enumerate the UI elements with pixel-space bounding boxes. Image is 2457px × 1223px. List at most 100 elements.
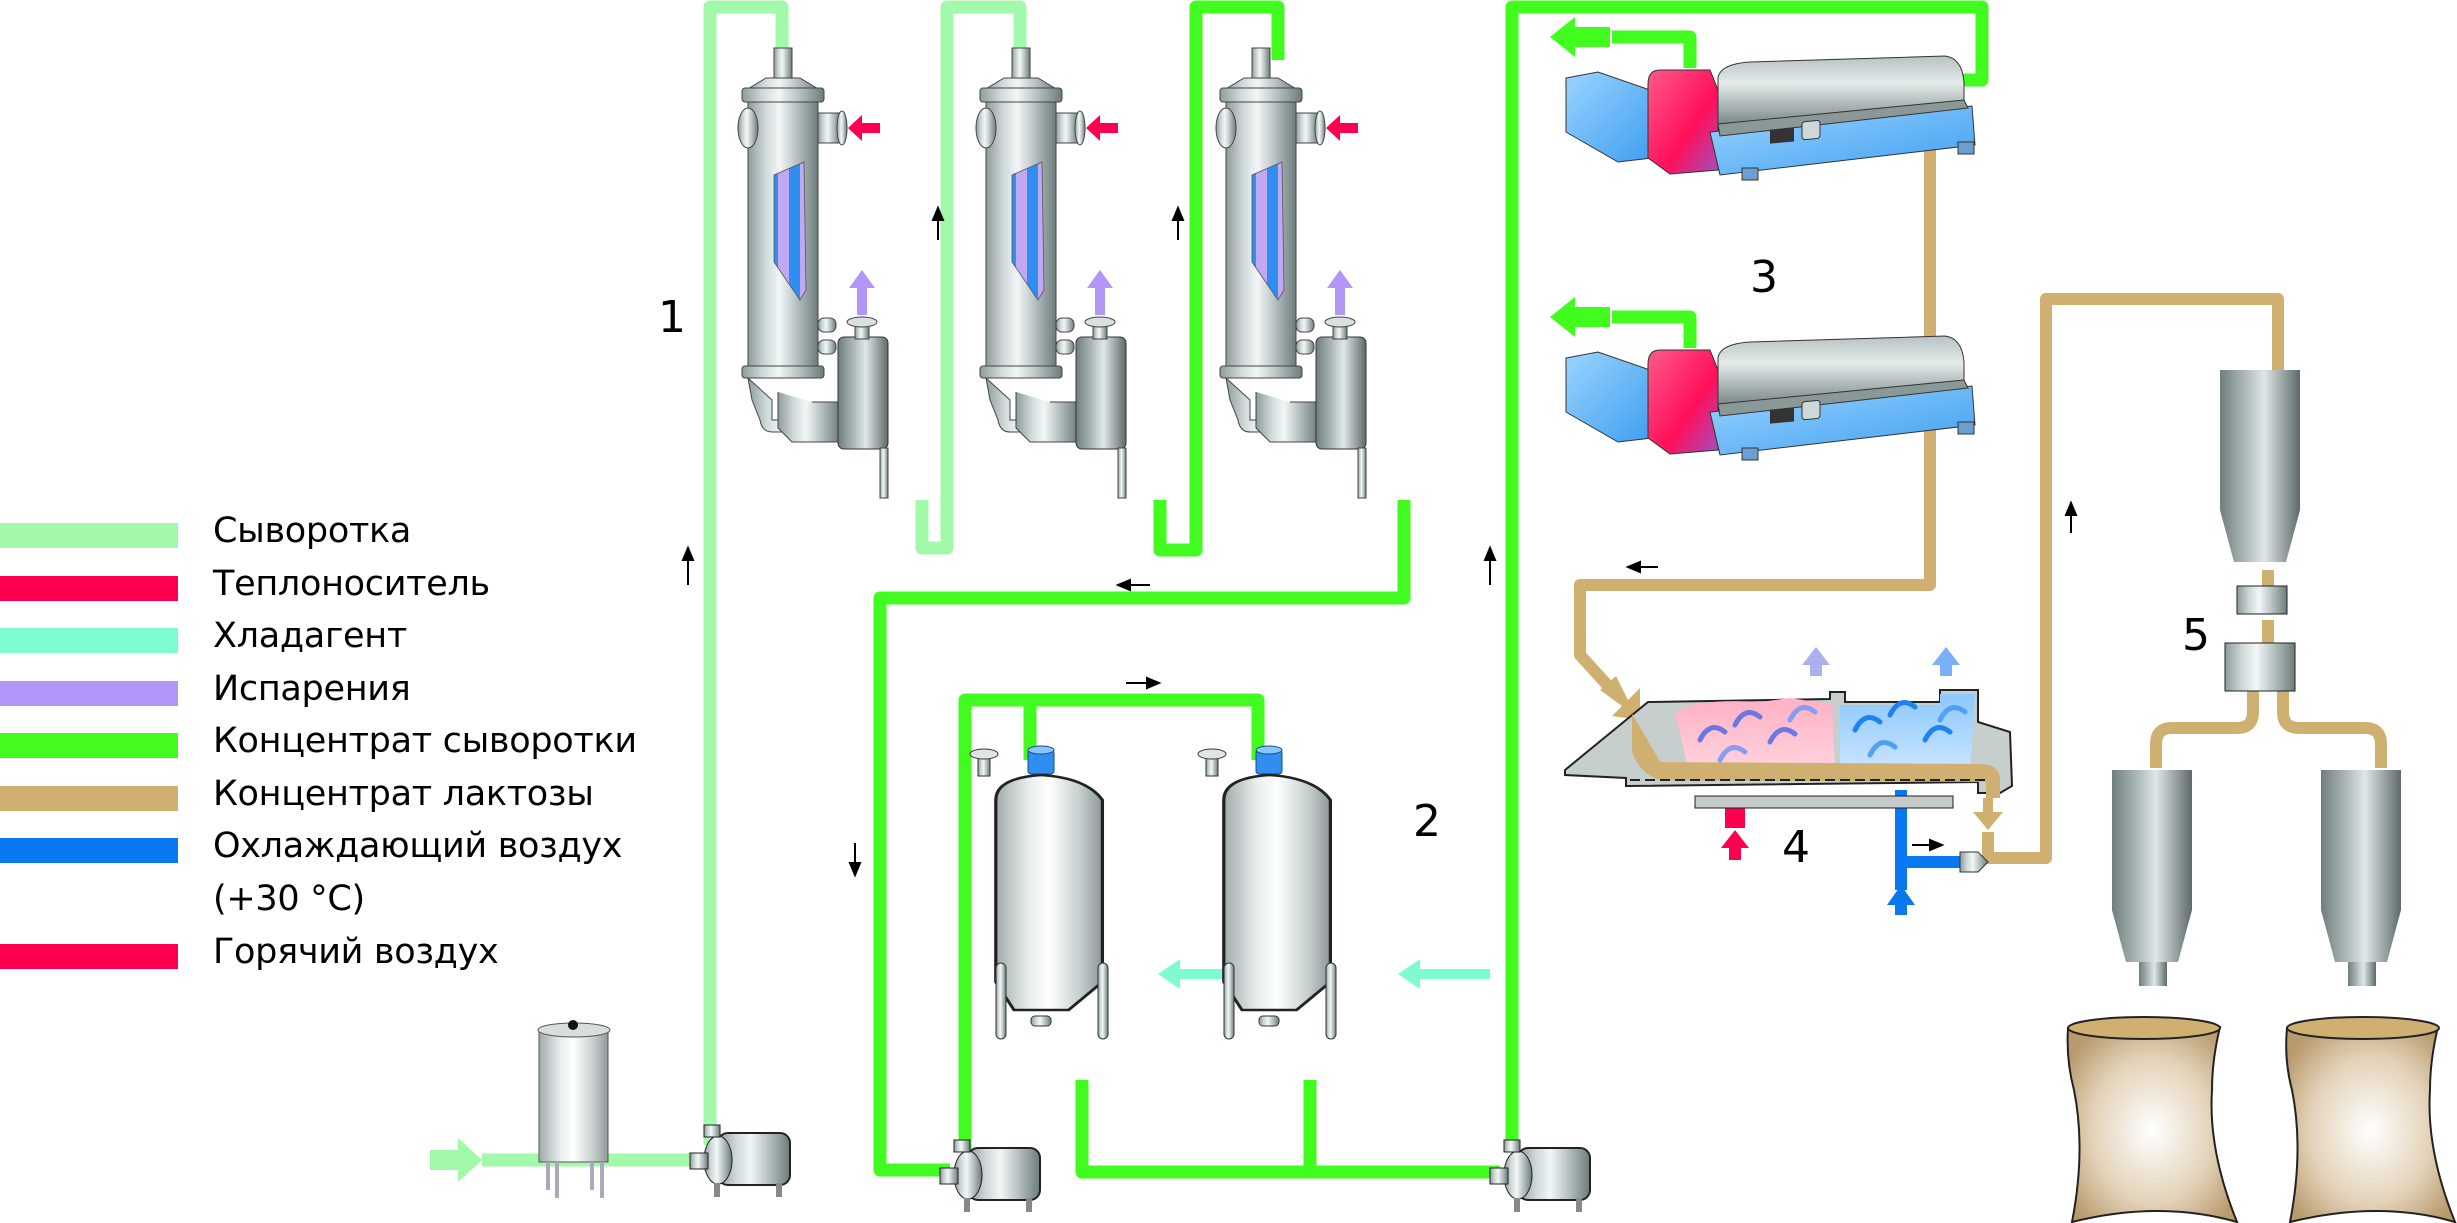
concentrate-tanks-to-pump-pipe <box>1075 1080 1500 1179</box>
balance-tank <box>537 1020 611 1198</box>
callout-packing: 5 <box>2182 610 2210 661</box>
legend-swatch <box>0 944 178 969</box>
air-swirl-arrows <box>1697 700 1968 763</box>
dryer-discharge-arrow <box>1973 798 2003 830</box>
flow-direction-arrows <box>681 205 2078 878</box>
cooling-air-fan <box>1959 851 1989 873</box>
decanter-centrifuge-1 <box>1565 55 1976 181</box>
concentrate-pump-to-tanks-pipe <box>958 693 1265 1150</box>
whey-evap1-to-evap2-pipe <box>915 0 1027 555</box>
legend-label: Охлаждающий воздух (+30 °C) <box>213 820 622 926</box>
dryer-to-silo-pipe <box>1982 293 2284 864</box>
whey-concentrate-pipes <box>873 0 1989 1179</box>
coolant-arrow-tank1 <box>1158 959 1223 989</box>
cyclone-silo <box>2220 370 2300 692</box>
concentrate-pump-2 <box>1489 1139 1591 1212</box>
evaporator-2 <box>975 47 1127 499</box>
legend-label: Испарения <box>213 668 411 709</box>
evaporator-tube-bundle <box>773 161 807 301</box>
crystallizer-tank-2 <box>1197 745 1337 1040</box>
callout-evaporators: 1 <box>658 292 686 343</box>
dryer-feed-arrow <box>1600 676 1640 720</box>
concentrate-evap2-to-evap3-pipe <box>1153 0 1285 557</box>
hot-air-inlet-arrow <box>1721 830 1749 860</box>
legend-label: Теплоноситель <box>213 563 490 604</box>
vapour-arrow <box>1327 270 1353 315</box>
hot-zone <box>1675 698 1835 776</box>
decanter1-outlet-arrow <box>1550 17 1610 57</box>
whey-pump <box>689 1124 791 1197</box>
lactose-bag-right <box>2285 1016 2457 1223</box>
heating-medium-arrow <box>848 115 880 141</box>
cooling-air-inlet-arrow <box>1887 885 1915 915</box>
splitter-to-right-silo-pipe <box>2277 690 2387 768</box>
vapour-arrow <box>1087 270 1113 315</box>
flow-arrow-down <box>848 843 862 878</box>
decanters-to-dryer-pipe <box>1574 150 1936 693</box>
decanter1-liquid-out-pipe <box>1612 30 1697 68</box>
legend-item-whey-concentrate: Концентрат сыворотки <box>0 715 700 768</box>
whey-riser-pipe <box>703 0 789 1145</box>
callout-decanter-centrifuges: 3 <box>1750 252 1778 303</box>
crystallizer-tank-1 <box>969 745 1109 1040</box>
concentrate-pump-1 <box>939 1139 1041 1212</box>
evaporator-3 <box>1215 47 1367 499</box>
legend-item-whey: Сыворотка <box>0 505 700 558</box>
lactose-concentrate-pipes <box>1574 150 2387 864</box>
evaporator-tube-bundle <box>1251 161 1285 301</box>
legend-item-coolant: Хладагент <box>0 610 700 663</box>
flow-arrow-up <box>681 545 695 585</box>
flow-arrow-right <box>1912 838 1945 852</box>
legend-swatch <box>0 733 178 758</box>
legend-item-heating-medium: Теплоноситель <box>0 558 700 611</box>
legend-label: Горячий воздух <box>213 932 499 972</box>
rotary-valve <box>2236 585 2288 615</box>
lactose-bag-left <box>2066 1016 2239 1223</box>
legend-label-line: (+30 °C) <box>213 879 365 919</box>
pipes <box>430 0 2387 1182</box>
concentrate-riser-to-decanters-pipe <box>1505 0 1989 1150</box>
hot-air-duct <box>1725 806 1745 828</box>
splitter-to-left-silo-pipe <box>2150 690 2259 768</box>
filling-silo-right <box>2321 770 2401 986</box>
legend-label: Концентрат лактозы <box>213 773 594 814</box>
coolant-arrow-tank2 <box>1398 959 1490 989</box>
legend-label-line: Охлаждающий воздух <box>213 826 623 866</box>
legend-label: Хладагент <box>213 616 407 656</box>
decanter-centrifuge-2 <box>1565 335 1976 461</box>
legend-item-hot-air: Горячий воздух <box>0 926 700 979</box>
heating-medium-arrow <box>1326 115 1358 141</box>
flow-arrow-up <box>1171 205 1185 240</box>
decanter2-liquid-out-pipe <box>1612 310 1697 348</box>
product-bed <box>1632 714 2000 798</box>
evaporator-tube-bundle <box>1011 161 1045 301</box>
heating-medium-arrow <box>1086 115 1118 141</box>
legend-item-vapour: Испарения <box>0 663 700 716</box>
legend-swatch <box>0 575 178 601</box>
callout-crystallizer-tanks: 2 <box>1413 796 1441 847</box>
legend-label: Сыворотка <box>213 511 412 551</box>
diverter-valve <box>2224 642 2296 692</box>
legend-item-cooling-air: Охлаждающий воздух (+30 °C) <box>0 820 700 926</box>
legend-label: Концентрат сыворотки <box>213 721 637 761</box>
callout-fluid-bed-dryer: 4 <box>1782 822 1810 873</box>
filling-silo-left <box>2112 770 2192 986</box>
legend-swatch <box>0 680 178 706</box>
flow-arrow-up <box>2064 500 2078 533</box>
air-distribution-plate <box>1694 795 1954 809</box>
flow-arrow-right <box>1126 676 1162 690</box>
flow-arrow-left <box>1625 560 1658 574</box>
flow-arrow-left <box>1115 578 1150 592</box>
flow-arrow-up <box>931 205 945 240</box>
concentrate-evap3-to-tanks-pipe <box>873 500 1411 1177</box>
legend-swatch <box>0 785 178 811</box>
decanter2-outlet-arrow <box>1550 297 1610 337</box>
legend-swatch <box>0 523 178 548</box>
flow-arrow-up <box>1483 545 1497 585</box>
legend-swatch <box>0 628 178 653</box>
fluid-bed-dryer <box>1564 647 2014 873</box>
vapour-arrow <box>849 270 875 315</box>
legend-item-lactose-concentrate: Концентрат лактозы <box>0 768 700 821</box>
legend: Сыворотка Теплоноситель Хладагент Испаре… <box>0 505 700 979</box>
